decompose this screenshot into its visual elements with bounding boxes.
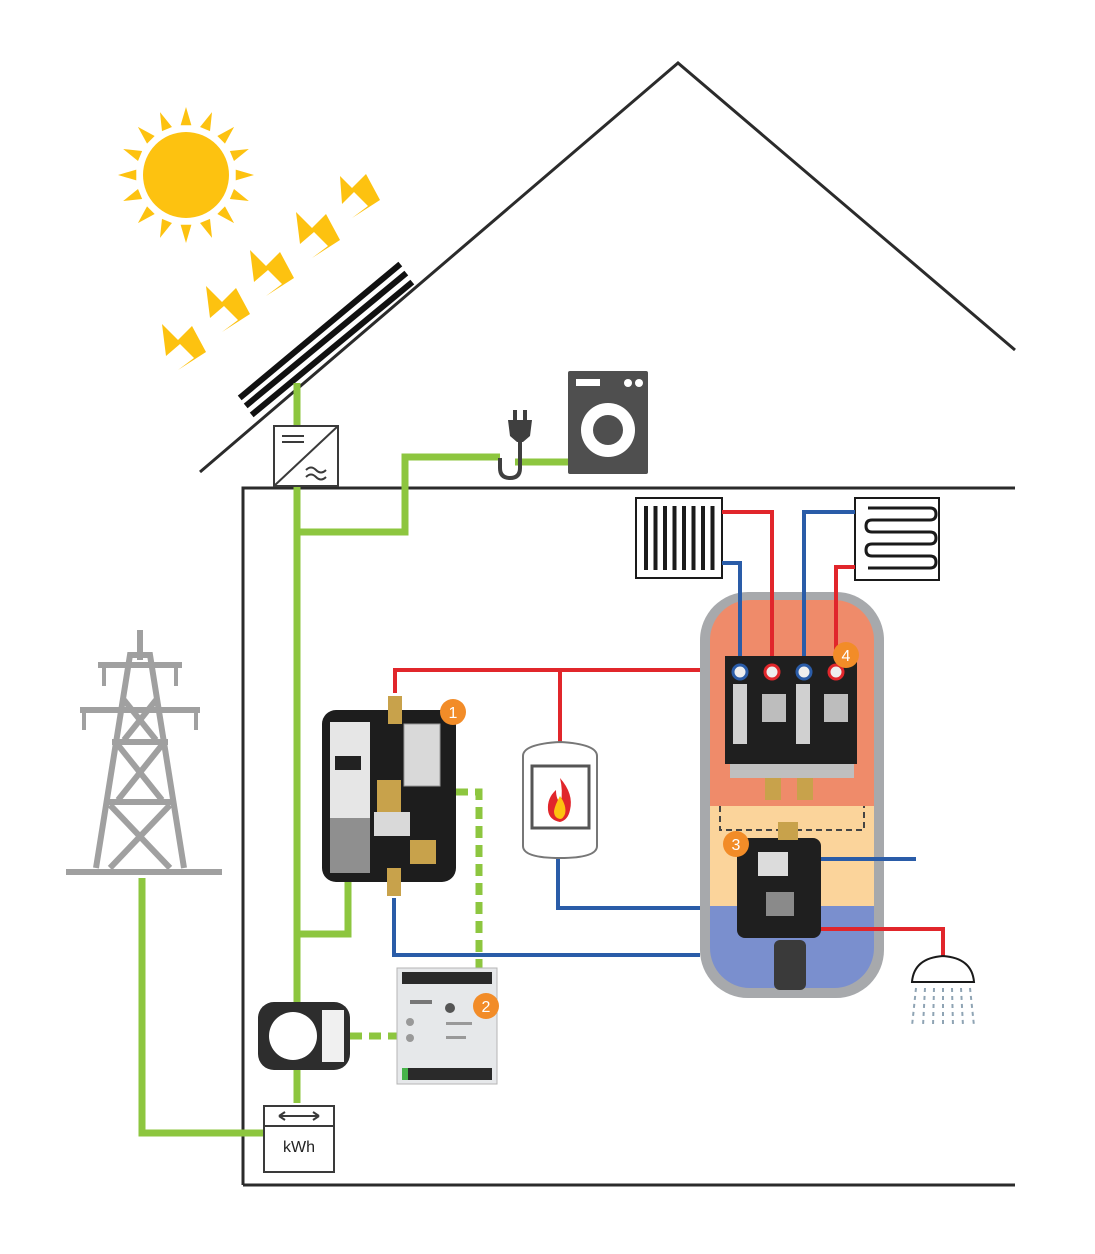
pipe-flow-main [393, 668, 700, 693]
sunlight-arrows [162, 174, 380, 370]
pipe-floorheat-flow [834, 565, 855, 680]
washing-machine-icon [568, 371, 648, 474]
meter-icon: kWh [263, 1105, 335, 1173]
plug-icon [498, 410, 532, 481]
sun-ray [137, 206, 155, 224]
pylon-icon [66, 630, 222, 875]
wire-to-heater [297, 882, 352, 938]
signal-wiring [350, 788, 483, 1040]
sun-ray [235, 169, 254, 181]
pipe-radiator-flow [722, 510, 774, 680]
sun-ray [229, 189, 249, 202]
radiator-icon [635, 497, 723, 579]
sun-ray [159, 112, 172, 132]
marker-3-label: 3 [732, 837, 741, 854]
marker-2-label: 2 [482, 999, 491, 1016]
pump-manifold-station [725, 656, 857, 800]
floor-heating-icon [854, 497, 940, 581]
house-outline [199, 61, 1016, 1187]
marker-1-label: 1 [449, 705, 458, 722]
marker-1: 1 [440, 699, 466, 725]
sunlight-arrow-2 [296, 212, 340, 258]
sun-ray [118, 169, 137, 181]
sun-ray [180, 107, 192, 126]
sun-ray [217, 126, 235, 144]
wire-to-washer [297, 453, 500, 536]
pipe-shower [818, 927, 945, 956]
sun-ray [123, 148, 143, 161]
signal-wire-heater [456, 788, 483, 968]
electrical-wiring [138, 383, 570, 1137]
sun-ray [200, 218, 213, 238]
sunlight-arrow-5 [162, 324, 206, 370]
sun-ray [137, 126, 155, 144]
sun-ray [180, 224, 192, 243]
meter-label: kWh [283, 1139, 315, 1156]
sunlight-arrow-3 [250, 250, 294, 296]
attic-floor-line [241, 486, 1015, 490]
sun-ray [123, 189, 143, 202]
roof-line [199, 61, 1016, 474]
sunlight-arrow-1 [340, 174, 380, 218]
pv-panel-icon [237, 261, 415, 418]
sun-ray [217, 206, 235, 224]
sun-ray [229, 148, 249, 161]
marker-2: 2 [473, 993, 499, 1019]
pipe-radiator-return [722, 561, 742, 680]
sunlight-arrow-4 [206, 286, 250, 332]
inverter-icon [273, 425, 339, 487]
fresh-water-station [737, 822, 821, 990]
marker-4-label: 4 [842, 648, 851, 665]
pipe-floorheat-return [802, 510, 855, 680]
cold-pipes [392, 510, 916, 957]
sun-ray [200, 112, 213, 132]
marker-4: 4 [833, 642, 859, 668]
heater-station [322, 696, 456, 896]
sun-ray [159, 218, 172, 238]
controller-module-icon [396, 967, 498, 1085]
boiler-icon [522, 740, 598, 860]
marker-3: 3 [723, 831, 749, 857]
pipe-return-main [392, 898, 700, 957]
wire-grid-to-meter [138, 878, 265, 1137]
sun-icon [118, 107, 254, 243]
pipe-return-boiler [556, 852, 700, 910]
shower-icon [910, 954, 976, 1027]
hot-pipes [393, 510, 945, 956]
current-clamp-icon [258, 1002, 350, 1070]
